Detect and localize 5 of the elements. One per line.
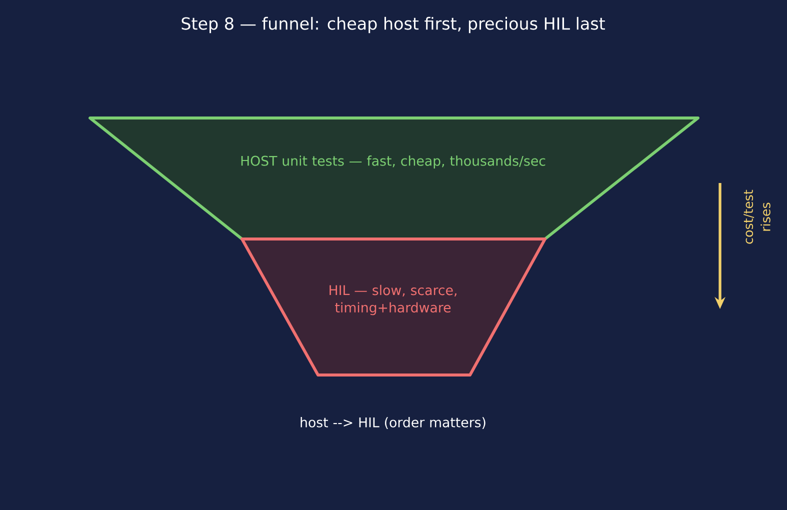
funnel-stage: HOST unit tests — fast, cheap, thousands/sec	[88, 116, 700, 240]
axis-label: cost/test rises	[744, 190, 770, 244]
caption: host --> HIL (order matters)	[300, 417, 486, 429]
title: Step 8 — funnel: cheap host first, precious HIL last	[182, 16, 605, 34]
funnel-stage: HIL — slow, scarce, timing+hardware	[240, 238, 546, 376]
